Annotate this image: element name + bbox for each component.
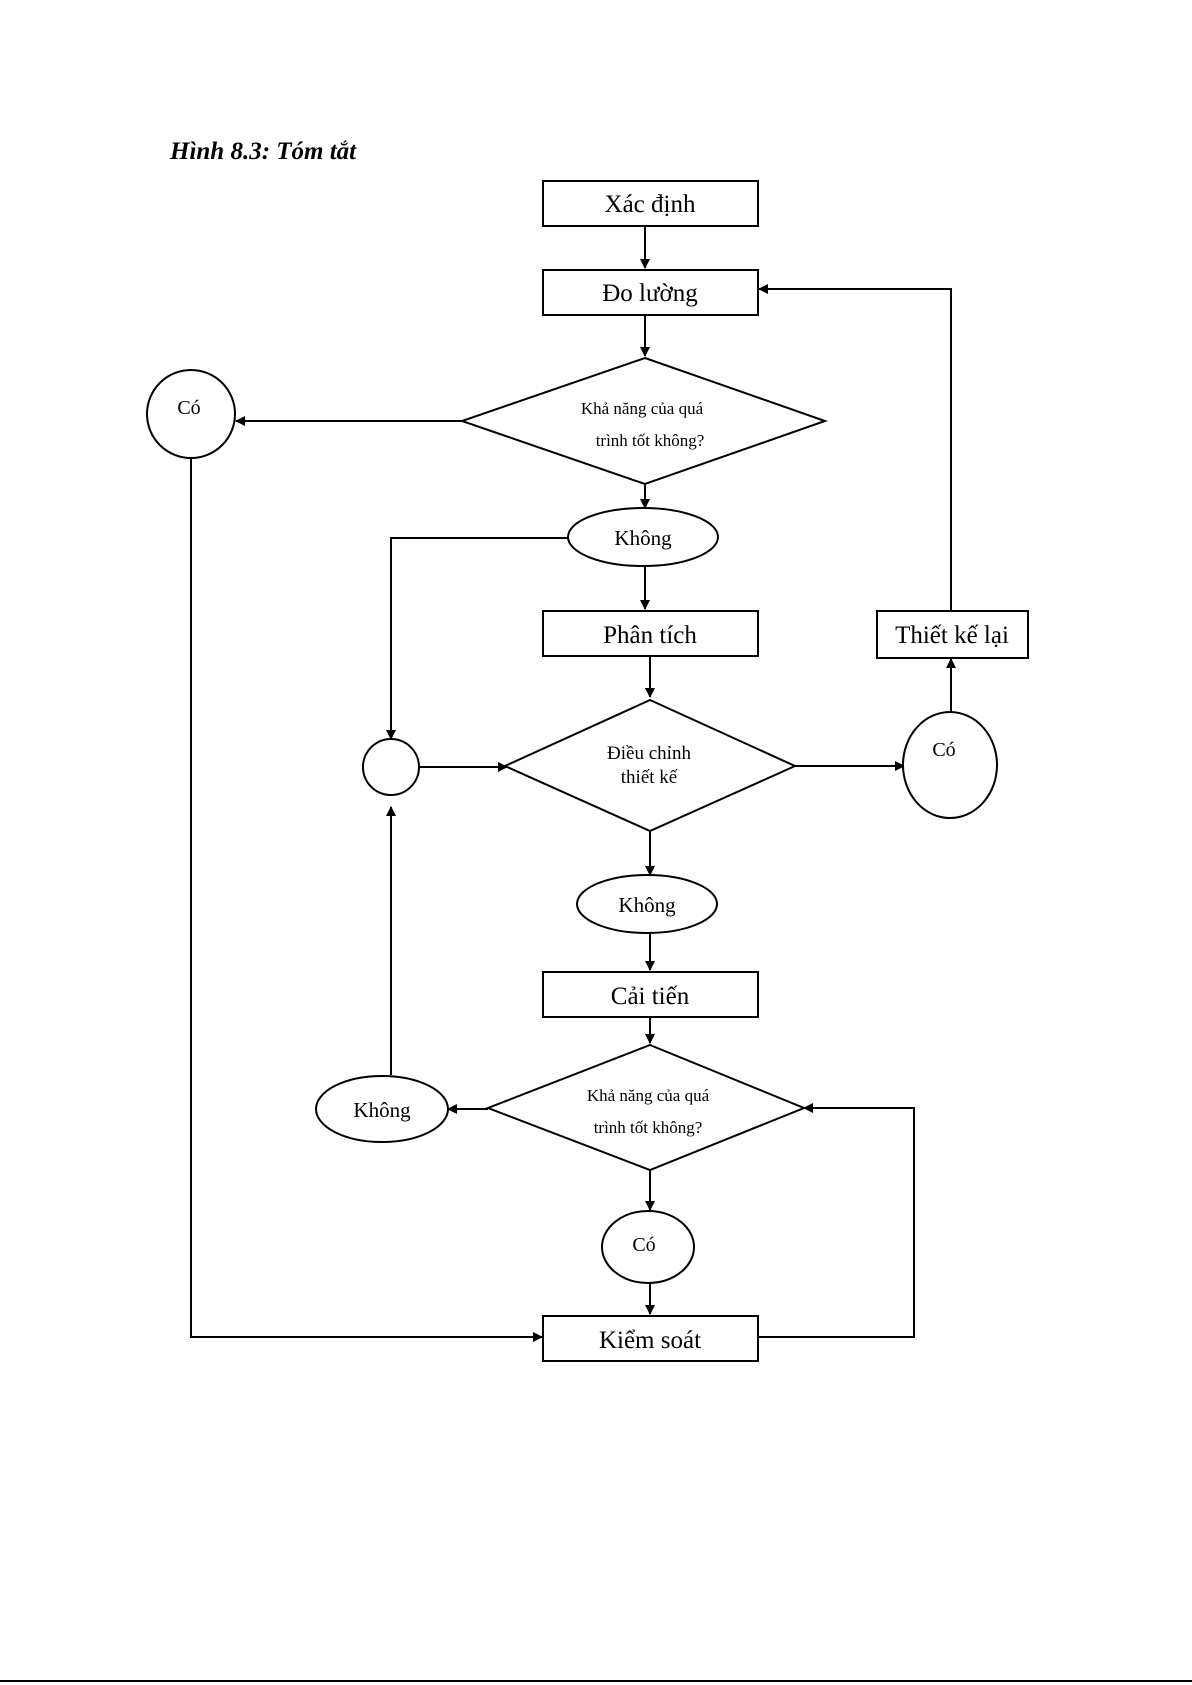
answer-no-adjust-design-label: Không <box>618 893 676 917</box>
decision-adjust-design-line-1: Điều chỉnh <box>607 743 691 764</box>
answer-no-capability-2: Không <box>316 1076 448 1142</box>
edge-yes-to-control <box>191 456 542 1337</box>
answer-no-capability-1: Không <box>568 508 718 566</box>
page-bottom-rule <box>0 1680 1192 1682</box>
step-define-label: Xác định <box>605 191 696 218</box>
decision-adjust-design-line-2: thiết kế <box>621 767 678 788</box>
edge-control-to-capability-2 <box>759 1108 914 1337</box>
step-define: Xác định <box>543 181 758 226</box>
answer-yes-adjust-design-label: Có <box>932 739 955 761</box>
decision-capability-2: Khả năng của quá trình tốt không? <box>488 1045 804 1170</box>
step-analyze: Phân tích <box>543 611 758 656</box>
step-control-label: Kiểm soát <box>599 1327 701 1354</box>
step-measure: Đo lường <box>543 270 758 315</box>
answer-yes-capability-2-label: Có <box>632 1234 655 1256</box>
answer-no-capability-1-label: Không <box>614 526 672 550</box>
step-improve: Cải tiến <box>543 972 758 1017</box>
answer-yes-capability-2: Có <box>602 1211 694 1283</box>
answer-yes-adjust-design: Có <box>903 712 997 818</box>
decision-capability-1-line-2: trình tốt không? <box>596 431 705 450</box>
step-control: Kiểm soát <box>543 1316 758 1361</box>
decision-capability-2-line-2: trình tốt không? <box>594 1118 703 1137</box>
step-measure-label: Đo lường <box>602 280 698 307</box>
answer-yes-capability-1: Có <box>147 370 235 458</box>
junction-connector <box>363 739 419 795</box>
step-improve-label: Cải tiến <box>611 983 690 1010</box>
step-redesign: Thiết kế lại <box>877 611 1028 658</box>
answer-no-capability-2-label: Không <box>353 1098 411 1122</box>
answer-no-adjust-design: Không <box>577 875 717 933</box>
edge-no-to-junction <box>391 538 568 739</box>
step-analyze-label: Phân tích <box>603 622 697 649</box>
decision-adjust-design: Điều chỉnh thiết kế <box>505 700 795 831</box>
decision-capability-1: Khả năng của quá trình tốt không? <box>462 358 825 484</box>
answer-yes-capability-1-label: Có <box>177 397 200 419</box>
step-redesign-label: Thiết kế lại <box>895 622 1009 649</box>
decision-capability-2-line-1: Khả năng của quá <box>587 1086 710 1105</box>
edge-redesign-to-measure <box>759 289 951 610</box>
decision-capability-1-line-1: Khả năng của quá <box>581 399 704 418</box>
